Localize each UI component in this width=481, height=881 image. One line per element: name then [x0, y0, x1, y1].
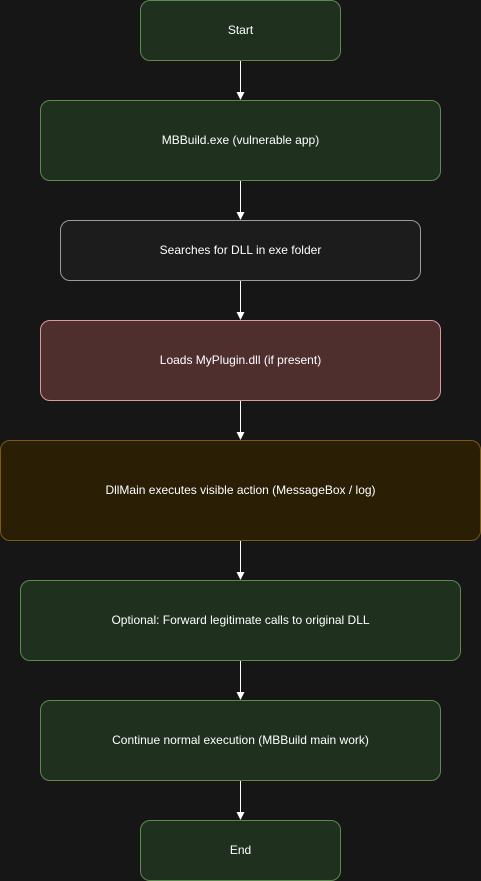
loads-dll-node-label: Loads MyPlugin.dll (if present)	[159, 353, 322, 368]
start-node: Start	[140, 0, 341, 61]
end-node: End	[140, 820, 341, 881]
dllmain-node: DllMain executes visible action (Message…	[0, 440, 481, 541]
continue-execution-node: Continue normal execution (MBBuild main …	[40, 700, 441, 781]
forward-calls-node: Optional: Forward legitimate calls to or…	[20, 580, 461, 661]
search-dll-node: Searches for DLL in exe folder	[60, 220, 421, 281]
dllmain-node-label: DllMain executes visible action (Message…	[105, 483, 376, 498]
start-node-label: Start	[227, 23, 254, 38]
continue-execution-node-label: Continue normal execution (MBBuild main …	[112, 733, 369, 748]
loads-dll-node: Loads MyPlugin.dll (if present)	[40, 320, 441, 401]
end-node-label: End	[229, 843, 252, 858]
search-dll-node-label: Searches for DLL in exe folder	[159, 243, 322, 258]
mbbuild-node: MBBuild.exe (vulnerable app)	[40, 100, 441, 181]
mbbuild-node-label: MBBuild.exe (vulnerable app)	[161, 133, 320, 148]
forward-calls-node-label: Optional: Forward legitimate calls to or…	[111, 613, 370, 628]
